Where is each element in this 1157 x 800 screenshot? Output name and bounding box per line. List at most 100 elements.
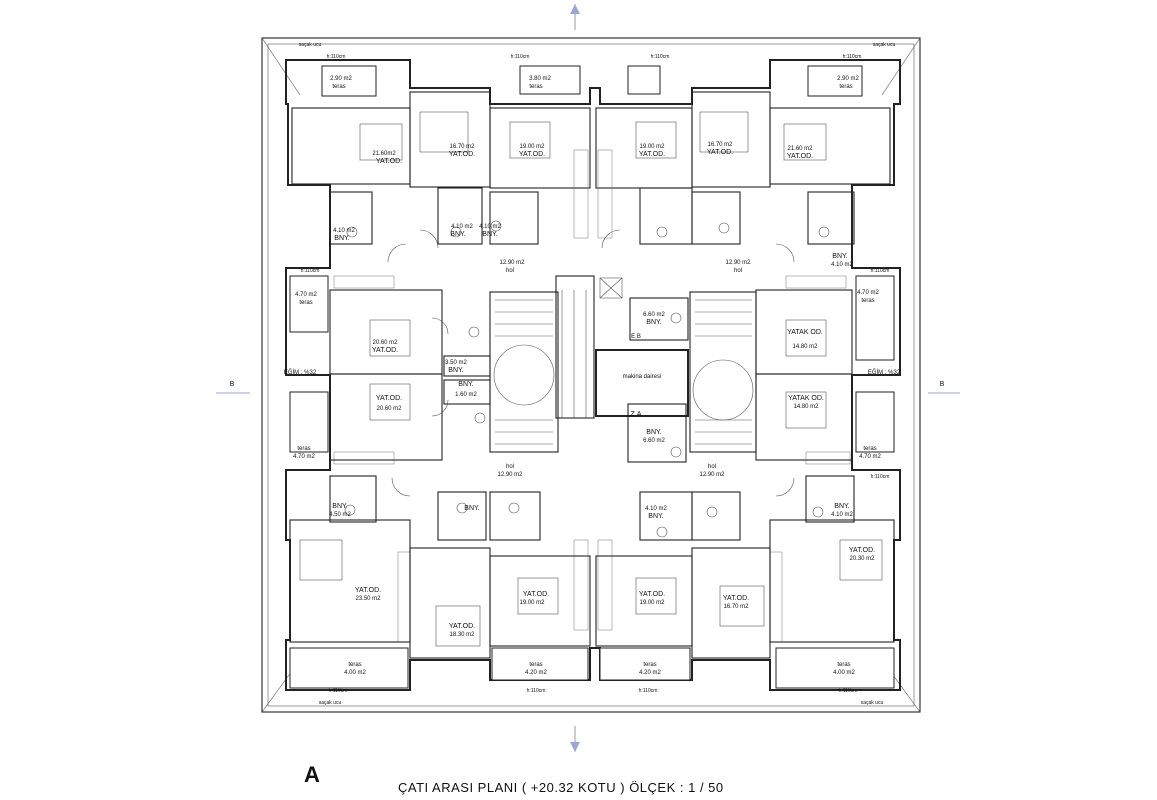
sill-label: h:110cm: [327, 54, 346, 60]
room-b2-bed: [409, 547, 491, 659]
slope-note-left: EĞİM : %32: [284, 369, 317, 376]
bath-name: BNY.: [458, 381, 473, 388]
sill-label: h:110cm: [329, 688, 348, 694]
bath-name: BNY.: [646, 429, 661, 436]
sill-label: h:110cm: [651, 54, 670, 60]
drawing-caption: ÇATI ARASI PLANI ( +20.32 KOTU ) ÖLÇEK :…: [398, 780, 724, 795]
terrace-area: 4.00 m2: [344, 670, 366, 676]
bedroom-name: YAT.OD.: [372, 347, 398, 354]
room-ml2-bed: [329, 373, 443, 461]
bath-name: BNY.: [464, 505, 479, 512]
bath-t3: [489, 191, 539, 245]
terrace-left-1: [289, 275, 329, 333]
room-t2-bed: [409, 91, 491, 188]
stair-right: [689, 291, 757, 453]
terrace-name: teras: [529, 662, 542, 668]
terrace-left-2: [289, 391, 329, 453]
bath-name: BNY.: [648, 513, 663, 520]
terrace-bottom-center-left: [491, 647, 589, 681]
sill-label: h:110cm: [871, 268, 890, 274]
bath-name: BNY.: [834, 503, 849, 510]
bath-area: 4.50 m2: [329, 512, 351, 518]
bath-area: 4.10 m2: [831, 512, 853, 518]
terrace-area: 3.80 m2: [529, 76, 551, 82]
bath-area: 4.10 m2: [333, 228, 355, 234]
room-mr2-bed: [755, 373, 853, 461]
eave-inner-line: [267, 43, 915, 707]
bedroom-area: 18.30 m2: [449, 632, 475, 638]
bedroom-area: 14.80 m2: [792, 344, 818, 350]
terrace-area: 2.90 m2: [837, 76, 859, 82]
sheet-letter: A: [304, 762, 320, 787]
terrace-name: teras: [643, 662, 656, 668]
terrace-area: 4.70 m2: [859, 454, 881, 460]
bath-area: 4.10 m2: [451, 224, 473, 230]
terrace-right-1: [855, 275, 895, 361]
bath-core-bottom: [627, 403, 687, 463]
sill-label: h:110cm: [843, 54, 862, 60]
room-br-bed: [769, 519, 895, 643]
eave-label-tl: saçak ucu: [299, 42, 322, 48]
bedroom-area: 21.60m2: [372, 151, 396, 157]
bath-area: 4.10 m2: [645, 506, 667, 512]
room-b3-bed: [489, 555, 591, 647]
eave-label-br: saçak ucu: [861, 700, 884, 706]
bedroom-name: YAT.OD.: [355, 587, 381, 594]
room-tr-bed: [769, 107, 891, 185]
hall-name: hol: [708, 464, 716, 470]
hall-name: hol: [506, 268, 514, 274]
bedroom-area: 19.00 m2: [519, 144, 545, 150]
sill-label: h:110cm: [527, 688, 546, 694]
eave-label-bl: saçak ucu: [319, 700, 342, 706]
room-t3-bed: [489, 107, 591, 189]
bedroom-area: 19.00 m2: [639, 144, 665, 150]
terrace-labels: 2.90 m2 teras 3.80 m2 teras 2.90 m2 tera…: [293, 76, 881, 676]
hall-name: hol: [506, 464, 514, 470]
bedroom-area: 20.30 m2: [849, 556, 875, 562]
bath-area: 6.60 m2: [643, 312, 665, 318]
stair-left: [489, 291, 559, 453]
bath-t2: [437, 187, 483, 245]
bath-name: BNY.: [334, 235, 349, 242]
hall-area: 12.90 m2: [497, 472, 523, 478]
bedroom-name: YAT.OD.: [449, 151, 475, 158]
bath-name: BNY.: [332, 503, 347, 510]
section-marker-right: B: [928, 381, 960, 394]
bath-b5: [691, 491, 741, 541]
terrace-area: 4.70 m2: [295, 292, 317, 298]
terrace-top-right: [807, 65, 863, 97]
terrace-bottom-left: [289, 647, 409, 689]
bedroom-name: YAT.OD.: [523, 591, 549, 598]
bedroom-area: 19.00 m2: [639, 600, 665, 606]
terrace-name: teras: [299, 300, 312, 306]
section-marker-left: B: [216, 381, 250, 394]
bath-area: 4.10 m2: [831, 262, 853, 268]
bedroom-area: 16.70 m2: [707, 142, 733, 148]
terrace-name: teras: [348, 662, 361, 668]
room-tl-bed: [291, 107, 411, 185]
terrace-area: 4.20 m2: [525, 670, 547, 676]
machine-room-label: makina dairesi: [623, 374, 662, 380]
hall-area: 12.90 m2: [699, 472, 725, 478]
bath-core-left-1: [443, 355, 491, 377]
room-bl-bed: [289, 519, 411, 643]
bedroom-area: 20.60 m2: [372, 340, 398, 346]
terrace-name: teras: [863, 446, 876, 452]
bath-area: 1.60 m2: [455, 392, 477, 398]
terrace-bottom-right: [775, 647, 895, 689]
bath-t4: [639, 187, 693, 245]
bedroom-area: 21.60 m2: [787, 146, 813, 152]
bedroom-name: YATAK OD.: [787, 329, 823, 336]
terrace-name: teras: [837, 662, 850, 668]
bath-name: BNY.: [482, 231, 497, 238]
terrace-top-center-left: [519, 65, 581, 95]
bath-name: BNY.: [448, 367, 463, 374]
bedroom-area: 16.70 m2: [449, 144, 475, 150]
sill-label: h:110cm: [639, 688, 658, 694]
sill-label: h:110cm: [511, 54, 530, 60]
hall-area: 12.90 m2: [725, 260, 751, 266]
section-marker-bottom: [570, 726, 580, 752]
bath-area: 6.60 m2: [643, 438, 665, 444]
bedroom-name: YAT.OD.: [639, 151, 665, 158]
bath-t5: [691, 191, 741, 245]
